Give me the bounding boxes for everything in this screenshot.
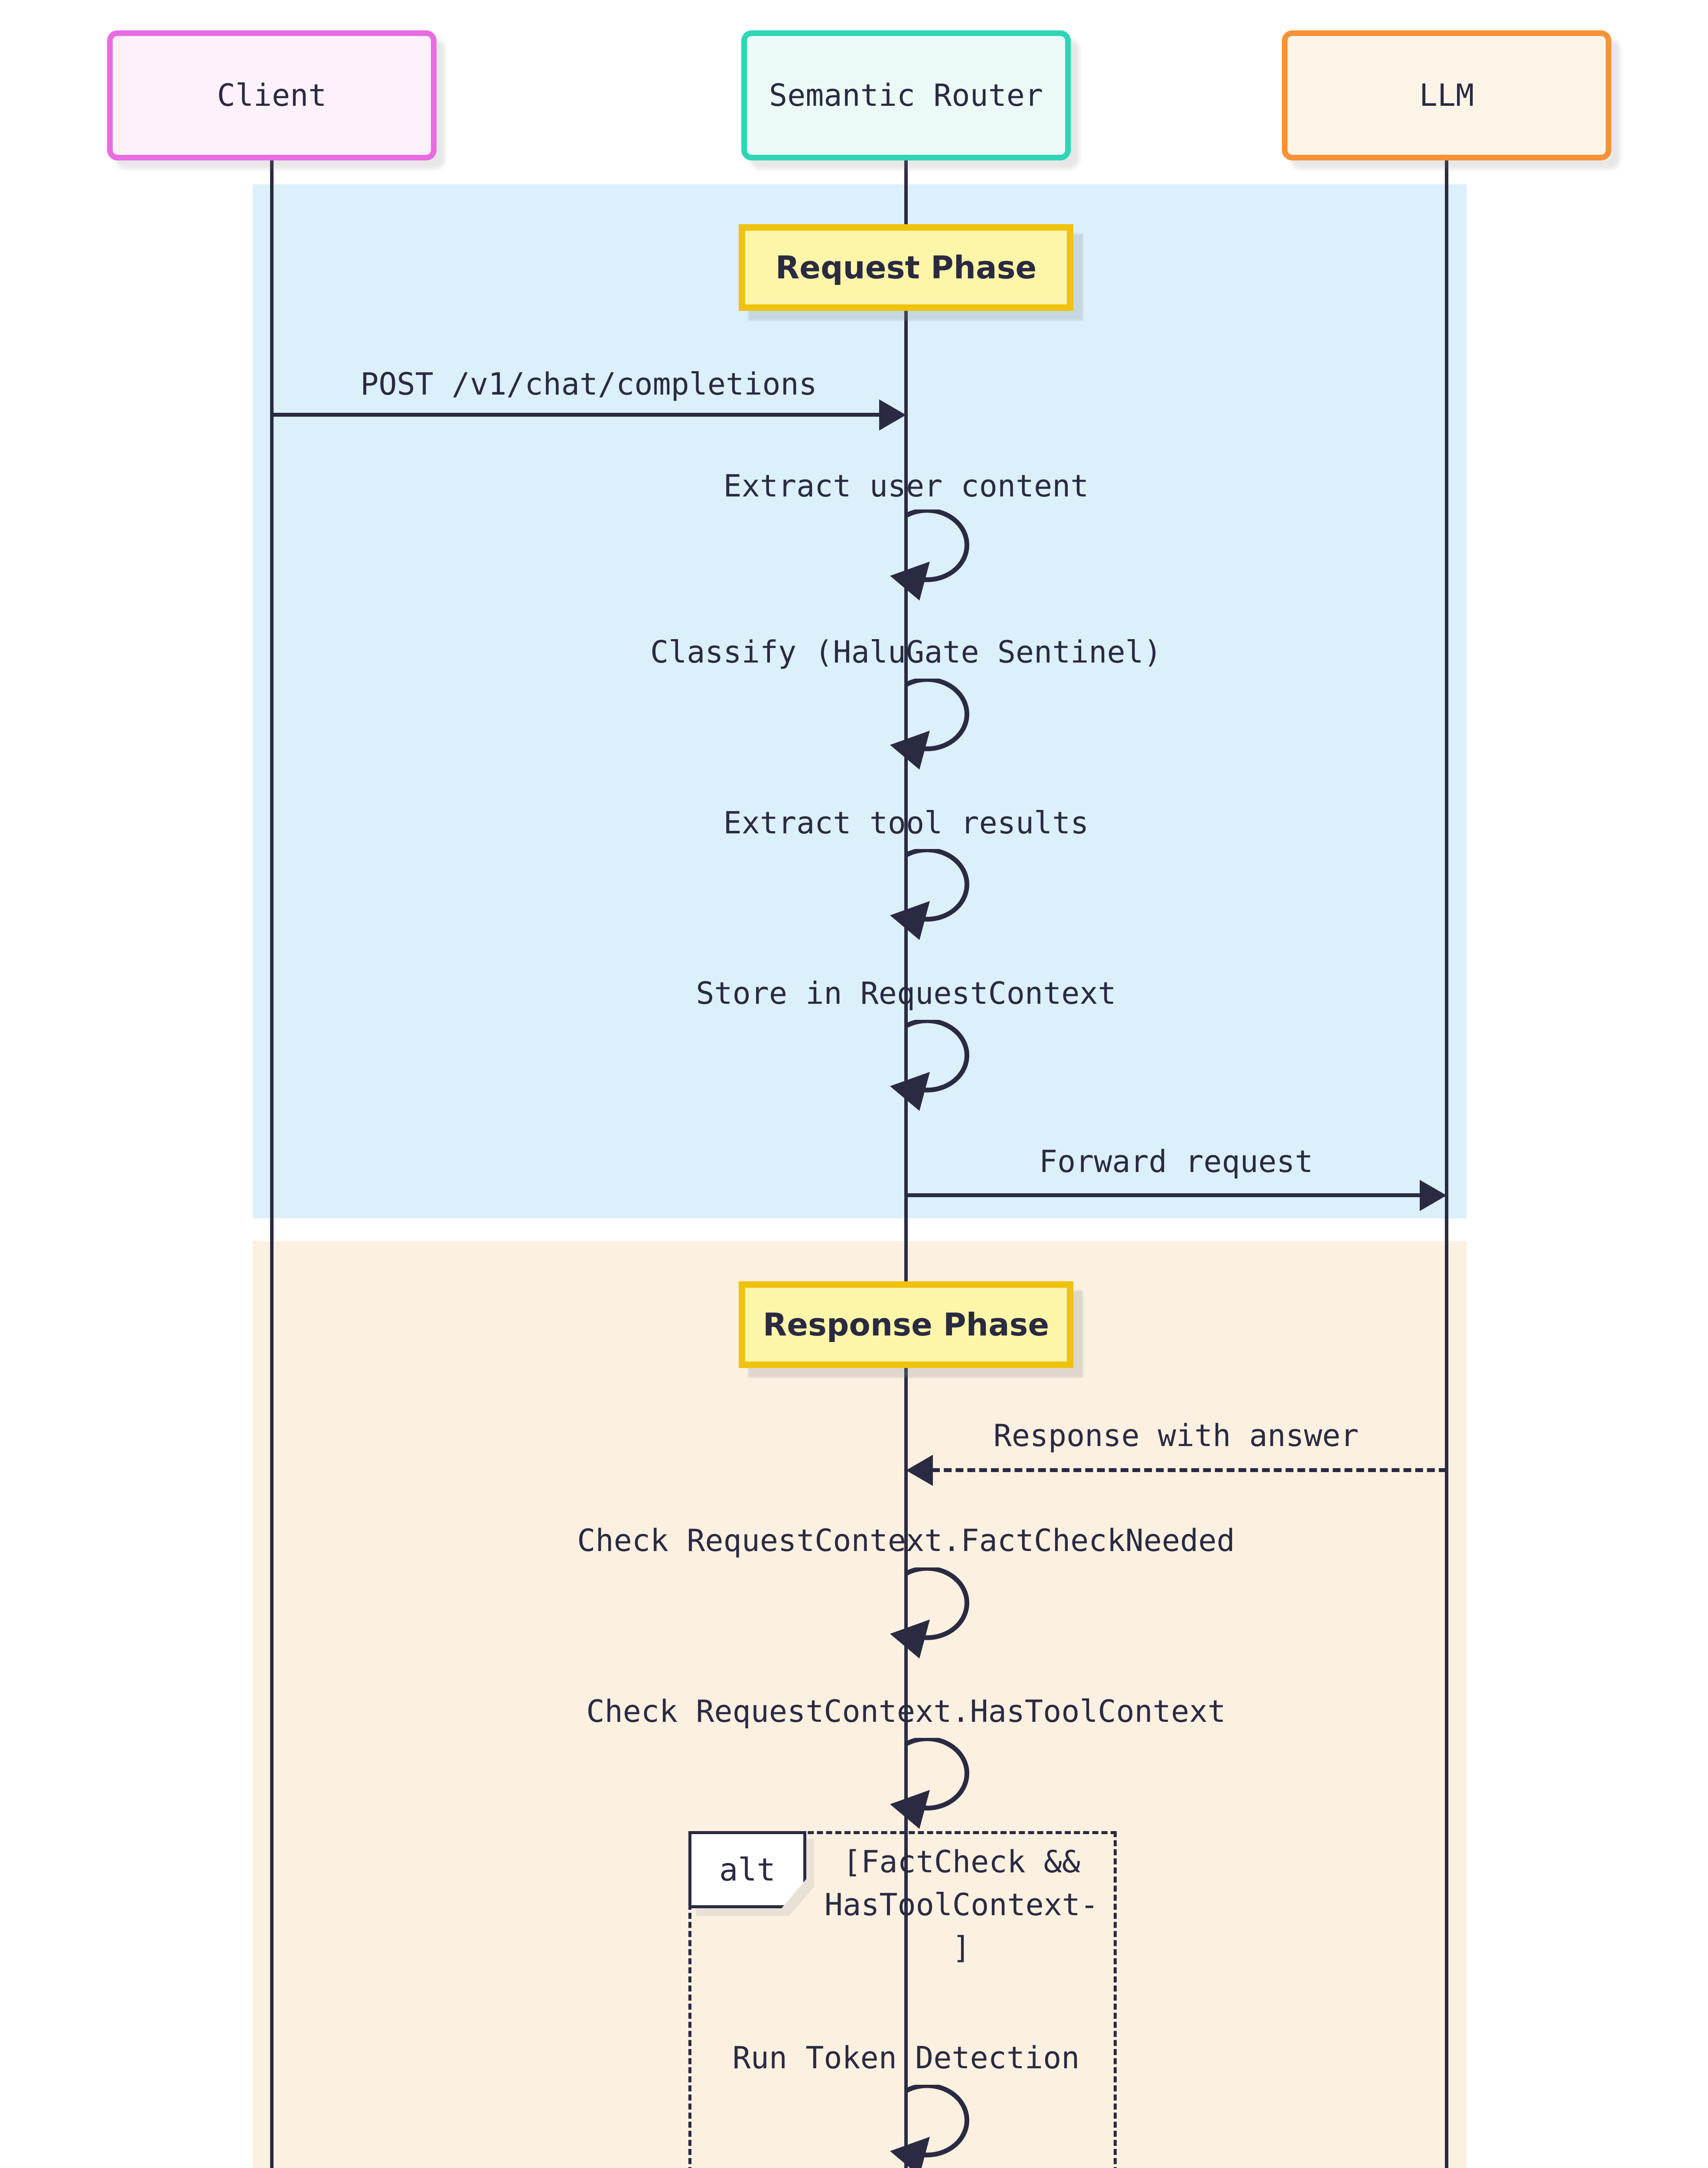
self-loop-arrow-icon [890,1567,969,1659]
arrow-response-answer-line [932,1468,1447,1472]
alt-frame [688,1831,1117,2168]
self-loop-arrow-icon [890,679,969,770]
self-loop-arrow-icon [890,1738,969,1829]
request-phase-label-text: Request Phase [775,249,1037,286]
self-loop-arrow-icon [890,509,969,601]
message-check-hastool: Check RequestContext.HasToolContext [586,1694,1226,1729]
participant-llm-top: LLM [1282,30,1611,160]
alt-condition1-line2: HasToolContext- [824,1887,1099,1923]
message-classify: Classify (HaluGate Sentinel) [650,634,1162,670]
response-phase-background [253,1241,1467,2168]
message-response-answer: Response with answer [993,1418,1359,1453]
message-extract-user: Extract user content [723,468,1089,504]
alt-condition1-line1: [FactCheck && [843,1844,1080,1880]
participant-semantic-router-label: Semantic Router [769,78,1043,113]
self-loop-arrow-icon [890,1020,969,1111]
alt-label: alt [688,1831,806,1908]
message-store: Store in RequestContext [696,976,1116,1011]
request-phase-background [253,184,1467,1218]
arrow-post-head-icon [879,399,906,431]
arrow-response-answer-head-icon [906,1455,933,1486]
lifeline-llm [1445,160,1448,2168]
alt-label-container: alt [688,1831,814,1916]
alt-label-text: alt [719,1851,776,1888]
alt-condition1-line3: ] [952,1930,971,1966]
message-post: POST /v1/chat/completions [360,366,817,402]
arrow-post-line [272,413,880,417]
arrow-forward-line [906,1193,1421,1197]
message-forward: Forward request [1039,1144,1314,1179]
participant-llm-label: LLM [1419,78,1474,113]
arrow-forward-head-icon [1420,1180,1447,1211]
participant-semantic-router-top: Semantic Router [741,30,1071,160]
participant-client-label: Client [217,78,327,113]
response-phase-label-text: Response Phase [763,1306,1050,1343]
self-loop-arrow-icon [890,849,969,940]
message-run-token: Run Token Detection [732,2040,1080,2076]
message-check-factcheck: Check RequestContext.FactCheckNeeded [577,1523,1235,1558]
participant-client-top: Client [107,30,437,160]
lifeline-client [270,160,274,2168]
message-extract-tool: Extract tool results [723,805,1089,841]
self-loop-arrow-icon [890,2085,969,2168]
request-phase-label: Request Phase [739,224,1073,311]
response-phase-label: Response Phase [739,1281,1073,1368]
lifeline-semantic-router [904,160,908,2168]
